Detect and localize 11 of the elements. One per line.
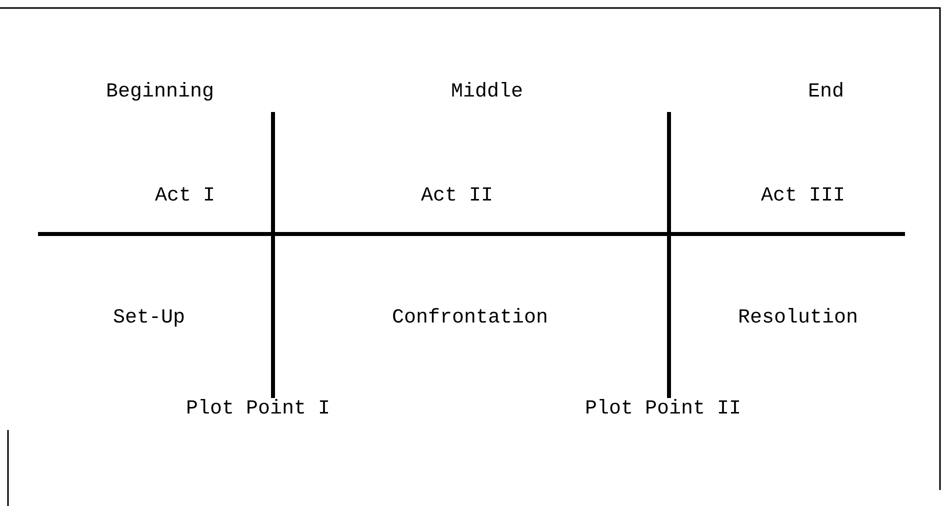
act-label: Act II bbox=[421, 184, 493, 208]
section-heading: Middle bbox=[451, 80, 523, 104]
phase-label: Set-Up bbox=[113, 306, 185, 330]
plot-point-label: Plot Point I bbox=[186, 398, 330, 420]
phase-label: Resolution bbox=[738, 306, 858, 330]
section-heading: End bbox=[808, 80, 844, 104]
act-label: Act I bbox=[155, 184, 215, 208]
act-label: Act III bbox=[761, 184, 845, 208]
phase-label: Confrontation bbox=[392, 306, 548, 330]
section-heading: Beginning bbox=[106, 80, 214, 104]
plot-point-label: Plot Point II bbox=[584, 398, 742, 420]
